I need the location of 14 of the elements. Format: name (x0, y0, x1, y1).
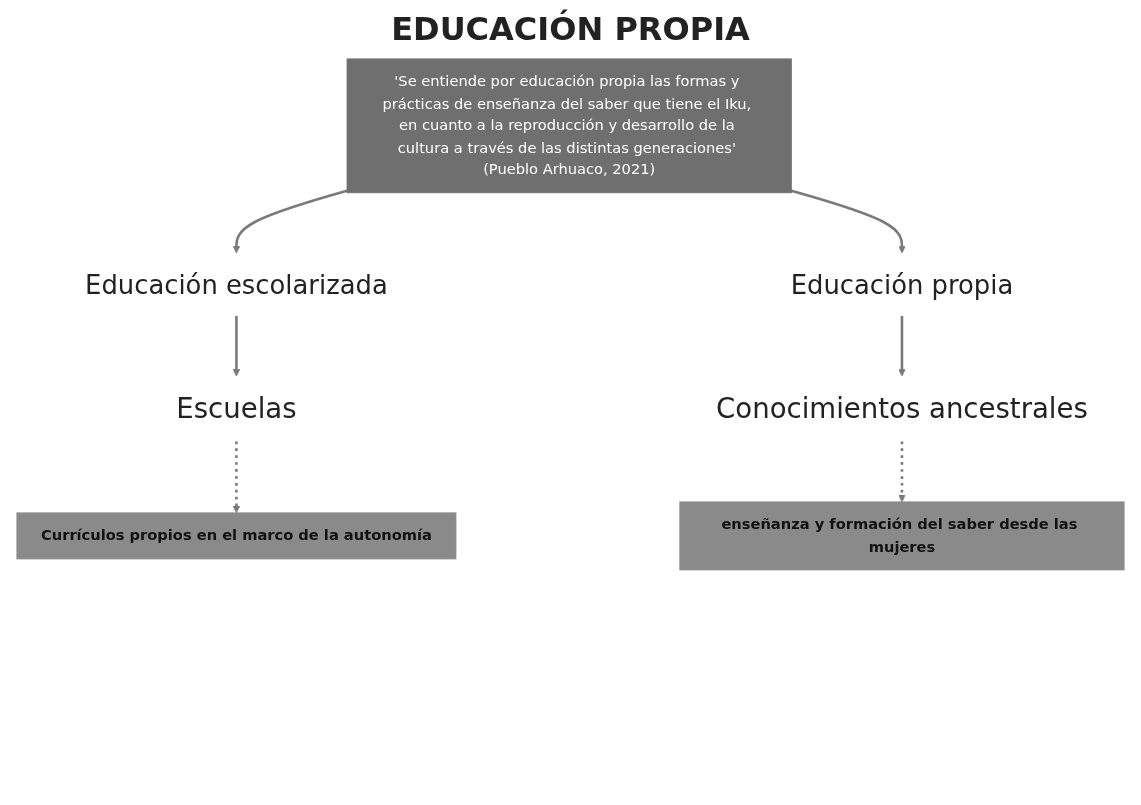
node-text: Escuelas (176, 392, 297, 426)
arrow (790, 189, 906, 254)
arrow (898, 315, 906, 377)
title: EDUCACIÓN PROPIA (390, 10, 751, 48)
arrow (232, 189, 348, 254)
node-box: enseñanza y formación del saber desde las mujeres (679, 501, 1125, 571)
node-text: Conocimientos ancestrales (716, 392, 1088, 426)
arrow (232, 441, 241, 514)
node-text: Educación propia (790, 269, 1014, 300)
arrow (232, 315, 241, 377)
arrow (898, 441, 906, 503)
node-text: Educación escolarizada (85, 269, 388, 300)
node-box: 'Se entiende por educación propia las formas y prácticas de enseñanza del saber que tiene el Iku, en cuanto a la reproducción y desarrollo de la cultura a través de las distintas generaciones' (Pueblo Arhuaco, 2021) (346, 58, 792, 194)
node-box: Currículos propios en el marco de la autonomía (16, 512, 457, 560)
